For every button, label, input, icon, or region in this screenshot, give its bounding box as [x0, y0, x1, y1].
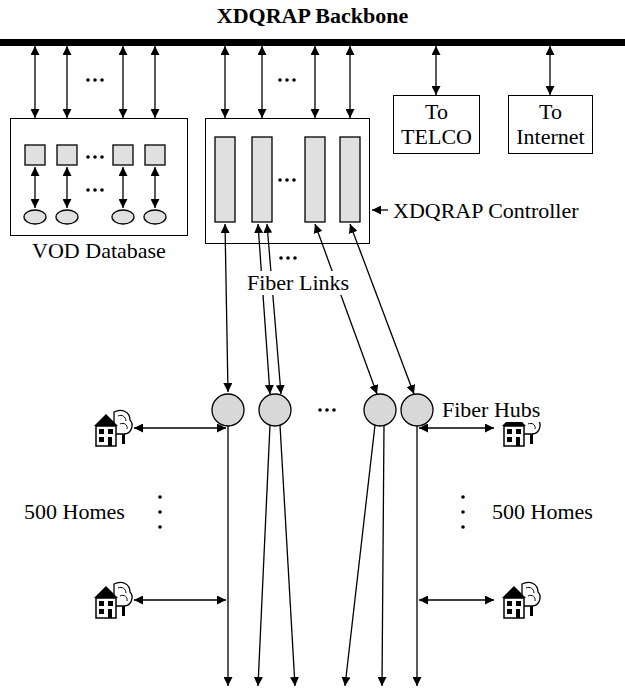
backbone-link	[34, 46, 35, 118]
node-label: XDQRAP Controller	[393, 199, 579, 223]
illustration-part	[154, 167, 155, 208]
illustration-part	[332, 408, 336, 412]
illustration-part	[259, 394, 291, 426]
illustration-part	[158, 495, 162, 499]
illustration-part	[56, 210, 78, 224]
backbone-link	[122, 46, 123, 118]
illustration-part	[227, 426, 228, 686]
illustration-part	[93, 155, 97, 159]
illustration-part	[350, 224, 414, 394]
node-label: XDQRAP Backbone	[0, 4, 625, 28]
illustration-part	[419, 599, 494, 600]
vod-storage	[24, 145, 166, 224]
illustration-part	[416, 426, 417, 686]
illustration-part	[340, 137, 360, 222]
fiber-links	[225, 224, 414, 394]
backbone-bar: XDQRAP Backbone	[0, 0, 625, 46]
illustration-part	[145, 145, 165, 165]
illustration-part	[113, 145, 133, 165]
backbone-link	[224, 46, 225, 118]
illustration-part	[285, 78, 289, 82]
illustration-part	[318, 408, 322, 412]
homes-label: 500 Homes	[22, 500, 127, 524]
illustration-part	[401, 394, 433, 426]
gateway-box: To Internet	[508, 95, 593, 154]
illustration-part	[419, 427, 494, 428]
illustration-part	[278, 78, 282, 82]
illustration-part	[258, 425, 270, 686]
leader-arrow	[372, 209, 388, 210]
hub-label: Fiber Hubs	[440, 398, 542, 422]
illustration-part	[325, 408, 329, 412]
illustration-part	[278, 178, 282, 182]
backbone-link	[261, 46, 262, 118]
illustration-part	[215, 137, 235, 222]
backbone-link	[349, 46, 350, 118]
illustration-part	[100, 188, 104, 192]
node-label: To TELCO	[401, 100, 472, 148]
illustration-part	[267, 224, 281, 394]
backbone-link	[314, 46, 315, 118]
house-icon	[94, 410, 132, 446]
illustration-part	[285, 178, 289, 182]
house-icon	[502, 582, 540, 618]
illustration-part	[134, 599, 226, 600]
illustration-part	[144, 210, 166, 224]
gateway-box: To TELCO	[393, 95, 480, 154]
illustration-part	[158, 525, 162, 529]
home-links	[134, 428, 494, 600]
illustration-part	[461, 525, 465, 529]
illustration-part	[86, 188, 90, 192]
illustration-part	[25, 145, 45, 165]
backbone-link	[435, 46, 436, 95]
illustration-part	[86, 78, 90, 82]
node-label: VOD Database	[0, 239, 207, 263]
drop-lines	[228, 425, 417, 686]
house-icon	[94, 582, 132, 618]
illustration-part	[100, 155, 104, 159]
illustration-part	[66, 167, 67, 208]
backbone-link	[66, 46, 67, 118]
illustration-part	[212, 394, 244, 426]
illustration-part	[461, 510, 465, 514]
illustration-part	[292, 78, 296, 82]
illustration-part	[24, 210, 46, 224]
illustration-part	[93, 188, 97, 192]
illustration-part	[86, 155, 90, 159]
illustration-part	[279, 256, 283, 260]
illustration-part	[345, 425, 375, 686]
illustration-part	[364, 394, 396, 426]
illustration-part	[292, 178, 296, 182]
illustration-part	[57, 145, 77, 165]
database-box: VOD Database	[10, 118, 188, 236]
illustration-part	[286, 256, 290, 260]
illustration-part	[382, 425, 384, 686]
node-label: To Internet	[516, 100, 584, 148]
illustration-part	[158, 510, 162, 514]
illustration-part	[315, 224, 377, 394]
illustration-part	[258, 224, 270, 394]
backbone-link	[154, 46, 155, 118]
backbone-link	[549, 46, 550, 95]
controller-box: XDQRAP Controller	[205, 118, 370, 244]
illustration-part	[93, 78, 97, 82]
link-label: Fiber Links	[245, 271, 351, 295]
controller-cards	[215, 137, 360, 222]
illustration-part	[112, 210, 134, 224]
illustration-part	[34, 167, 35, 208]
illustration-part	[225, 224, 228, 392]
illustration-part	[280, 425, 295, 686]
illustration-part	[252, 137, 272, 222]
illustration-part	[134, 427, 226, 428]
fiber-hub	[212, 394, 433, 426]
illustration-part	[100, 78, 104, 82]
illustration-part	[293, 256, 297, 260]
illustration-part	[122, 167, 123, 208]
illustration-part	[461, 495, 465, 499]
homes-label: 500 Homes	[490, 500, 595, 524]
illustration-part	[305, 137, 325, 222]
